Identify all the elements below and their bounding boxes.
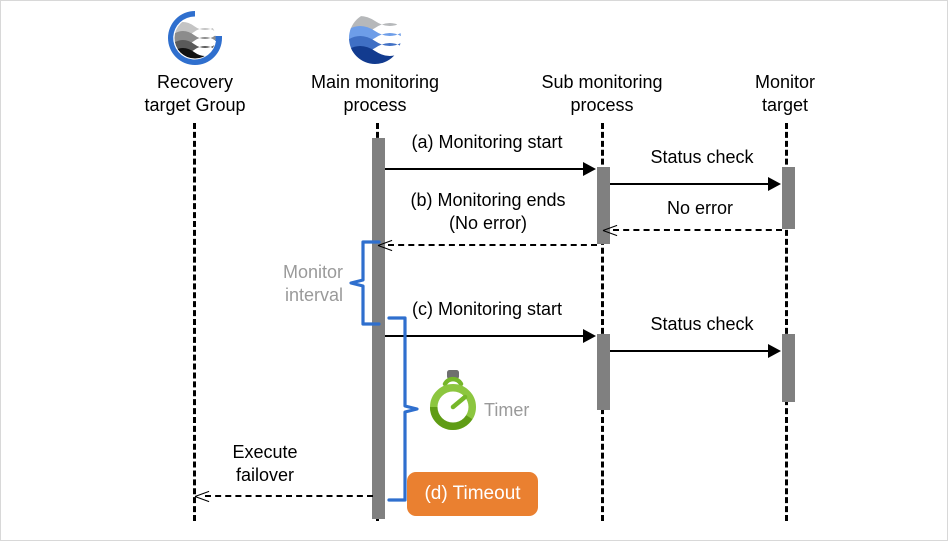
lifeline-monitor-target <box>785 123 788 521</box>
participant-main-monitoring-process: Main monitoring process <box>275 71 475 117</box>
participant-label-line1: Main monitoring <box>310 72 440 92</box>
message-label-line2: (No error) <box>448 213 527 233</box>
message-arrowhead-no-error <box>603 222 617 238</box>
participant-label-line1: Monitor <box>754 72 816 92</box>
participant-sub-monitoring-process: Sub monitoring process <box>502 71 702 117</box>
message-arrowhead-status-check-2 <box>768 344 781 358</box>
message-line-monitoring-start-a <box>385 168 583 170</box>
recovery-group-globe-icon <box>164 7 226 69</box>
message-line-execute-failover <box>205 495 373 497</box>
message-label-status-check-2: Status check <box>650 314 754 334</box>
lifeline-sub-monitoring-process <box>601 123 604 521</box>
participant-label-line1: Sub monitoring <box>541 72 663 92</box>
monitor-interval-line2: interval <box>284 285 343 305</box>
message-label-line1: Execute <box>232 442 298 462</box>
message-line-monitoring-ends-b <box>388 244 597 246</box>
message-label-execute-failover: Execute failover <box>165 441 365 487</box>
participant-label-line2: target Group <box>144 95 246 115</box>
participant-monitor-target: Monitor target <box>685 71 885 117</box>
message-arrowhead-monitoring-start-c <box>583 329 596 343</box>
participant-label-line2: process <box>570 95 634 115</box>
participant-recovery-target-group: Recovery target Group <box>95 71 295 117</box>
message-label-monitoring-start-a: (a) Monitoring start <box>411 132 563 152</box>
activation-bar-main-monitoring-process <box>372 138 385 519</box>
activation-bar-monitor-target-1 <box>782 167 795 229</box>
activation-bar-monitor-target-2 <box>782 334 795 402</box>
message-label-monitoring-start-c: (c) Monitoring start <box>411 299 563 319</box>
timer-label: Timer <box>484 400 530 420</box>
message-label-line2: failover <box>235 465 295 485</box>
message-arrowhead-monitoring-start-a <box>583 162 596 176</box>
message-label-status-check-1: Status check <box>650 147 754 167</box>
timeout-badge[interactable]: (d) Timeout <box>407 472 538 516</box>
message-label-no-error: No error <box>666 198 733 218</box>
message-line-status-check-1 <box>610 183 768 185</box>
message-line-monitoring-start-c <box>385 335 583 337</box>
message-label-line1: (b) Monitoring ends <box>410 190 566 210</box>
participant-label-line2: process <box>343 95 407 115</box>
participant-label-line2: target <box>761 95 809 115</box>
message-line-no-error <box>613 229 782 231</box>
timer-span-bracket <box>387 316 419 502</box>
message-arrowhead-execute-failover <box>195 488 209 504</box>
monitor-interval-label: Monitor interval <box>223 261 343 307</box>
message-label-monitoring-ends-b: (b) Monitoring ends (No error) <box>387 189 589 235</box>
monitor-interval-line1: Monitor <box>282 262 343 282</box>
timer-stopwatch-icon <box>425 368 481 431</box>
monitor-interval-bracket <box>349 240 381 326</box>
activation-bar-sub-monitoring-2 <box>597 334 610 410</box>
monitoring-process-globe-icon <box>344 7 406 69</box>
participant-label-line1: Recovery <box>156 72 234 92</box>
message-arrowhead-status-check-1 <box>768 177 781 191</box>
lifeline-recovery-target-group <box>193 123 196 521</box>
message-line-status-check-2 <box>610 350 768 352</box>
